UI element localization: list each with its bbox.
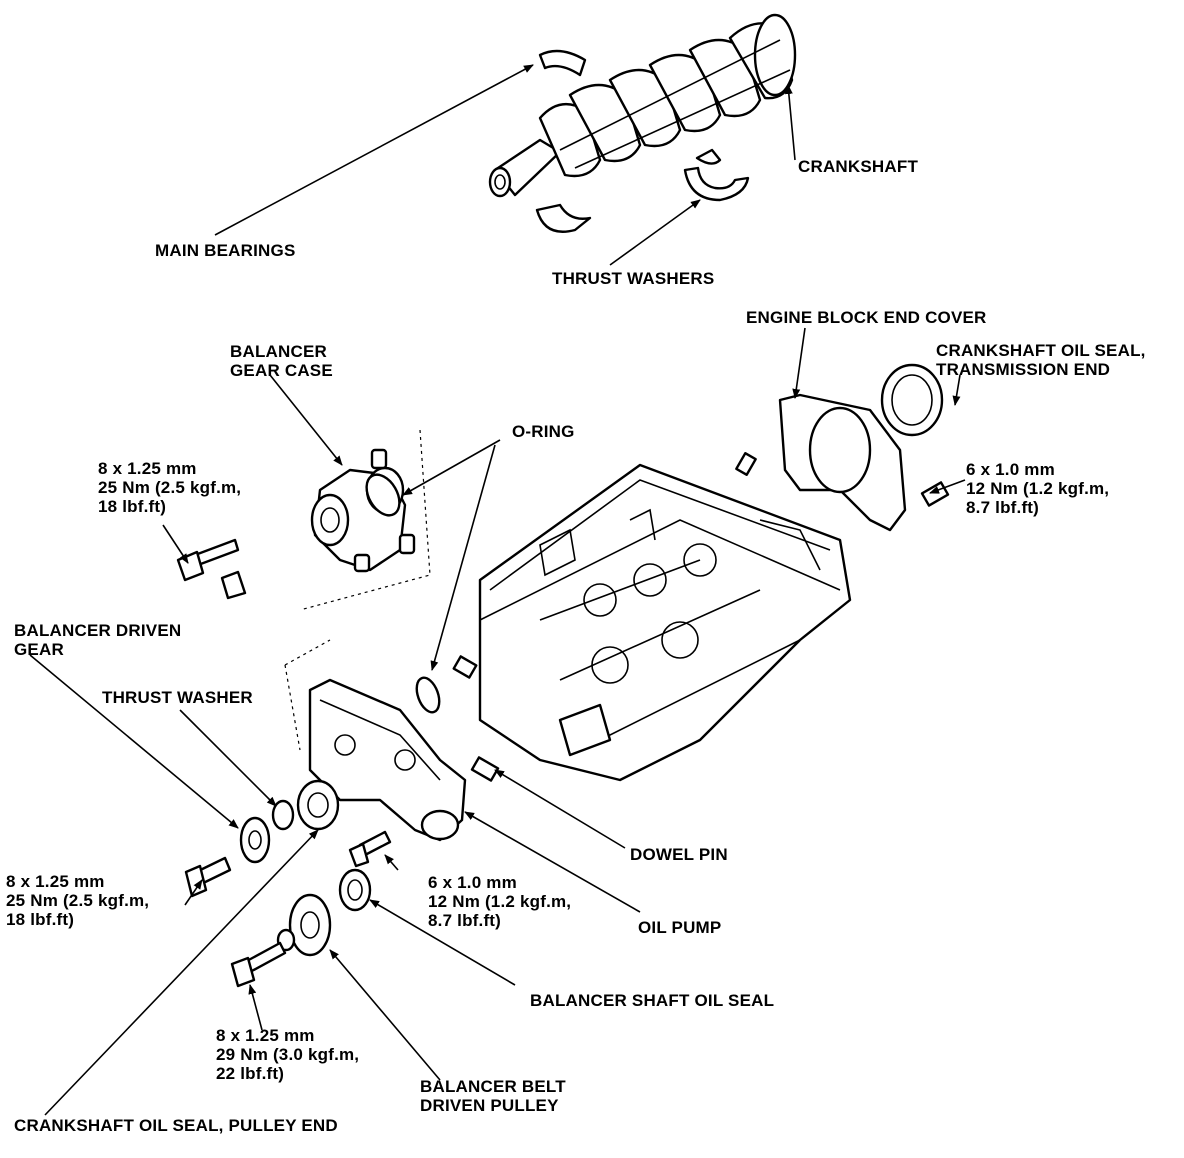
thrust-washer-shape — [683, 166, 750, 202]
label-o-ring: O-RING — [512, 422, 575, 441]
crankshaft-drawing — [488, 13, 797, 198]
leader-lines — [29, 64, 966, 1116]
end-cover-drawing — [735, 363, 950, 532]
label-thrust-washer: THRUST WASHER — [102, 688, 253, 707]
label-balancer-belt-driven-pulley: BALANCER BELT DRIVEN PULLEY — [420, 1077, 566, 1115]
oil-pump-drawing — [296, 678, 467, 842]
engine-block-drawing — [452, 463, 852, 782]
o-ring-upper — [365, 473, 401, 517]
label-spec-end-cover-bolt: 6 x 1.0 mm 12 Nm (1.2 kgf.m, 8.7 lbf.ft) — [966, 460, 1110, 517]
balancer-shaft-seal-shape — [338, 868, 372, 912]
label-spec-pulley-bolt: 8 x 1.25 mm 29 Nm (3.0 kgf.m, 22 lbf.ft) — [216, 1026, 360, 1083]
thrust-washer-shape — [695, 148, 722, 165]
gear-case-bolts — [176, 538, 247, 600]
label-balancer-driven-gear: BALANCER DRIVEN GEAR — [14, 621, 182, 659]
label-crankshaft-oil-seal-pulley-end: CRANKSHAFT OIL SEAL, PULLEY END — [14, 1116, 338, 1135]
label-dowel-pin: DOWEL PIN — [630, 845, 728, 864]
label-crankshaft-oil-seal-transmission-end: CRANKSHAFT OIL SEAL, TRANSMISSION END — [936, 341, 1146, 379]
label-spec-oil-pump-bolt: 6 x 1.0 mm 12 Nm (1.2 kgf.m, 8.7 lbf.ft) — [428, 873, 572, 930]
label-balancer-gear-case: BALANCER GEAR CASE — [230, 342, 333, 380]
main-bearing-shell — [538, 49, 587, 77]
label-spec-driven-gear-bolt: 8 x 1.25 mm 25 Nm (2.5 kgf.m, 18 lbf.ft) — [6, 872, 150, 929]
driven-gear-shape — [239, 816, 271, 864]
label-spec-gear-case-bolt: 8 x 1.25 mm 25 Nm (2.5 kgf.m, 18 lbf.ft) — [98, 459, 242, 516]
label-thrust-washers: THRUST WASHERS — [552, 269, 715, 288]
label-balancer-shaft-oil-seal: BALANCER SHAFT OIL SEAL — [530, 991, 775, 1010]
thrust-washer-shape — [271, 799, 295, 831]
label-engine-block-end-cover: ENGINE BLOCK END COVER — [746, 308, 987, 327]
driven-pulley-shape — [288, 893, 332, 957]
o-ring-lower — [415, 676, 441, 714]
label-crankshaft: CRANKSHAFT — [798, 157, 919, 176]
label-oil-pump: OIL PUMP — [638, 918, 722, 937]
main-bearing-shell — [535, 203, 592, 233]
label-main-bearings: MAIN BEARINGS — [155, 241, 296, 260]
